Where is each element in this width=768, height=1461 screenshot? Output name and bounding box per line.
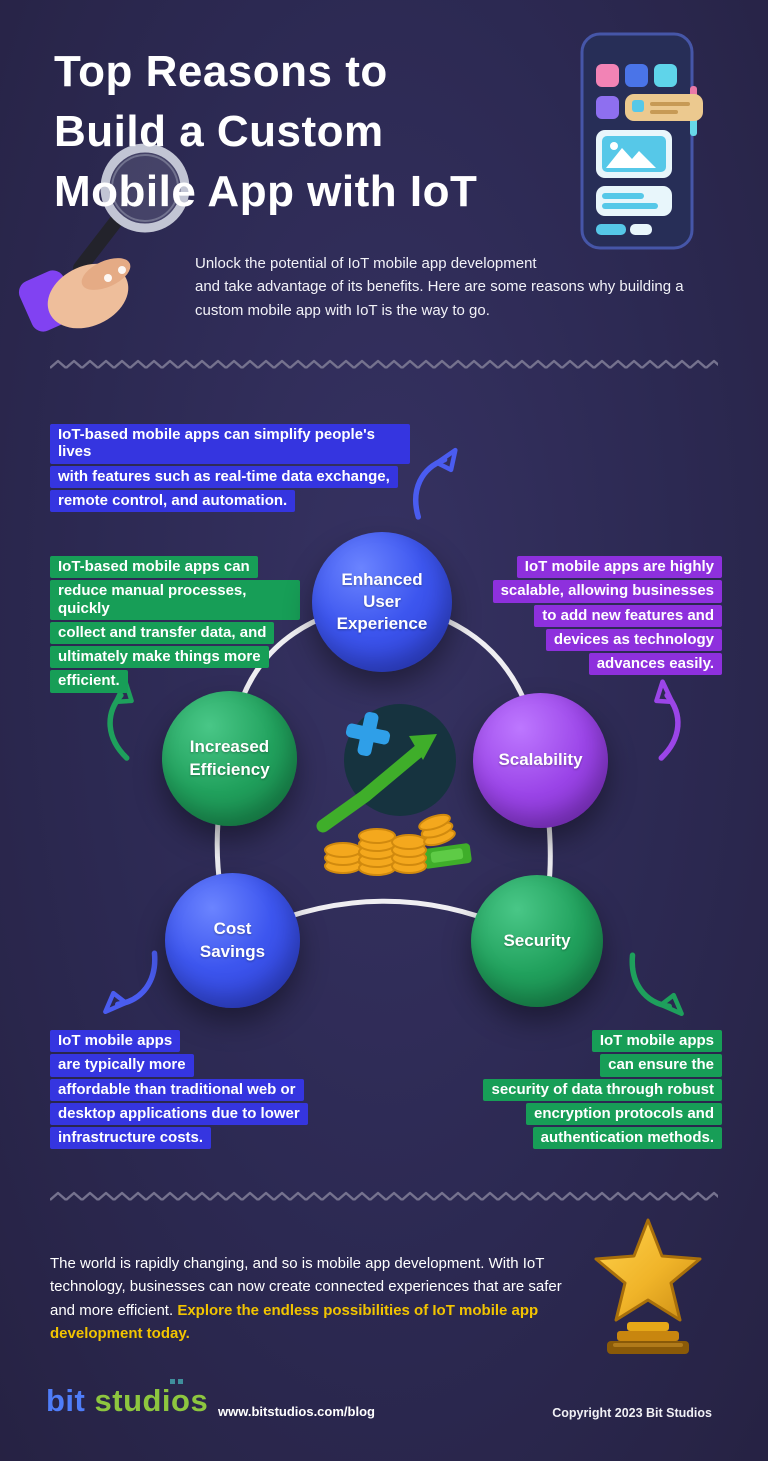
growth-money-illustration [305,698,480,883]
outro-text: The world is rapidly changing, and so is… [50,1252,575,1345]
growth-chart-icon [316,704,472,876]
intro-text: Unlock the potential of IoT mobile app d… [195,255,684,319]
bitstudios-logo: bit studios [46,1379,209,1419]
arrow-up-icon [397,445,476,524]
copyright-text: Copyright 2023 Bit Studios [552,1406,712,1420]
bubble-security: Security [471,875,603,1007]
bubble-cost-savings: Cost Savings [165,873,300,1008]
magnifier-icon [18,143,190,332]
magnifier-hand-illustration [10,128,210,348]
bubble-increased-efficiency: Increased Efficiency [162,691,297,826]
outro-highlight: Explore the endless possibilities of IoT… [50,1301,539,1342]
trophy-illustration [583,1216,713,1361]
outro-white: The world is rapidly changing, and so is… [50,1255,562,1319]
page-title: Top Reasons to Build a Custom Mobile App… [54,47,478,216]
arrow-up-icon [612,672,710,770]
bubble-enhanced-user-experience: Enhanced User Experience [312,532,452,672]
logo-studios: studios [95,1379,209,1418]
logo-bit: bit [46,1383,86,1418]
zigzag-divider-top [50,358,718,372]
arrow-down-icon [93,944,167,1018]
bubble-scalability: Scalability [473,693,608,828]
star-trophy-icon [594,1218,702,1354]
annotation-enhanced-user-experience: IoT-based mobile apps can simplify peopl… [50,424,410,514]
arrow-down-icon [620,946,694,1020]
blog-url-link[interactable]: www.bitstudios.com/blog [218,1404,375,1419]
phone-illustration [572,28,712,258]
logo-umlaut-dots [170,1379,184,1384]
zigzag-divider-bottom [50,1190,718,1204]
phone-icon [580,32,703,250]
